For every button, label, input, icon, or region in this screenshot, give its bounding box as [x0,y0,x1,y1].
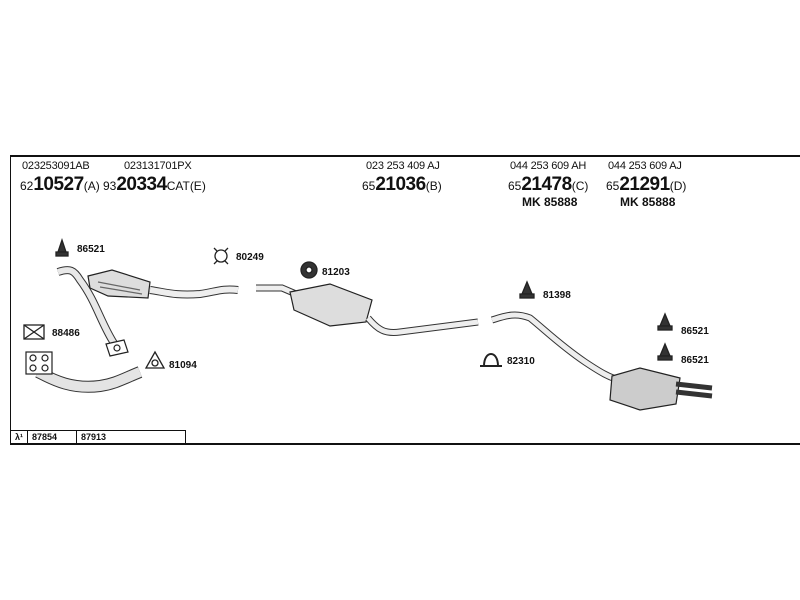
part-number-e: 9320334CAT(E) [103,174,206,195]
legend-value-b: 87913 [81,432,107,442]
rear-muffler [609,367,681,411]
lambda-symbol: λ¹ [11,431,29,444]
oe-number-c: 044 253 609 AH [510,160,587,172]
label-86521-front: 86521 [77,244,105,255]
bottom-rule [10,443,800,445]
part-number-a: 6210527(A) [20,174,100,195]
oe-number-d: 044 253 609 AJ [608,160,682,172]
clamp-icon [483,353,499,367]
ring-icon [214,249,228,263]
rubber-mount-81398-icon [521,280,533,295]
sensor-legend: λ¹ 87854 87913 [10,430,187,445]
label-81203: 81203 [322,267,350,278]
catalytic-converter [87,269,151,299]
rubber-mount-icon [57,237,67,253]
flange-a [105,339,129,357]
oe-number-b: 023 253 409 AJ [366,160,440,172]
left-rule [10,155,11,445]
mk-number-c: MK 85888 [522,195,578,209]
part-number-d: 6521291(D) [606,174,687,195]
part-number-b: 6521036(B) [362,174,442,195]
triangle-gasket-icon [144,350,166,369]
label-86521-rear2: 86521 [681,355,709,366]
center-muffler [289,283,373,327]
label-81094: 81094 [169,360,197,371]
legend-value-a: 87854 [28,431,78,444]
label-82310: 82310 [507,356,535,367]
top-rule [10,155,800,157]
label-81398: 81398 [543,290,571,301]
mk-number-d: MK 85888 [620,195,676,209]
part-number-c: 6521478(C) [508,174,589,195]
rubber-mount-rear1-icon [659,312,671,327]
label-80249: 80249 [236,252,264,263]
label-88486: 88486 [52,328,80,339]
label-86521-rear1: 86521 [681,326,709,337]
oe-number-e: 023131701PX [124,160,192,172]
rubber-mount-rear2-icon [659,342,671,357]
tail-pipes [675,381,713,399]
manifold-gasket-icon [23,324,45,340]
oe-number-a: 023253091AB [22,160,90,172]
